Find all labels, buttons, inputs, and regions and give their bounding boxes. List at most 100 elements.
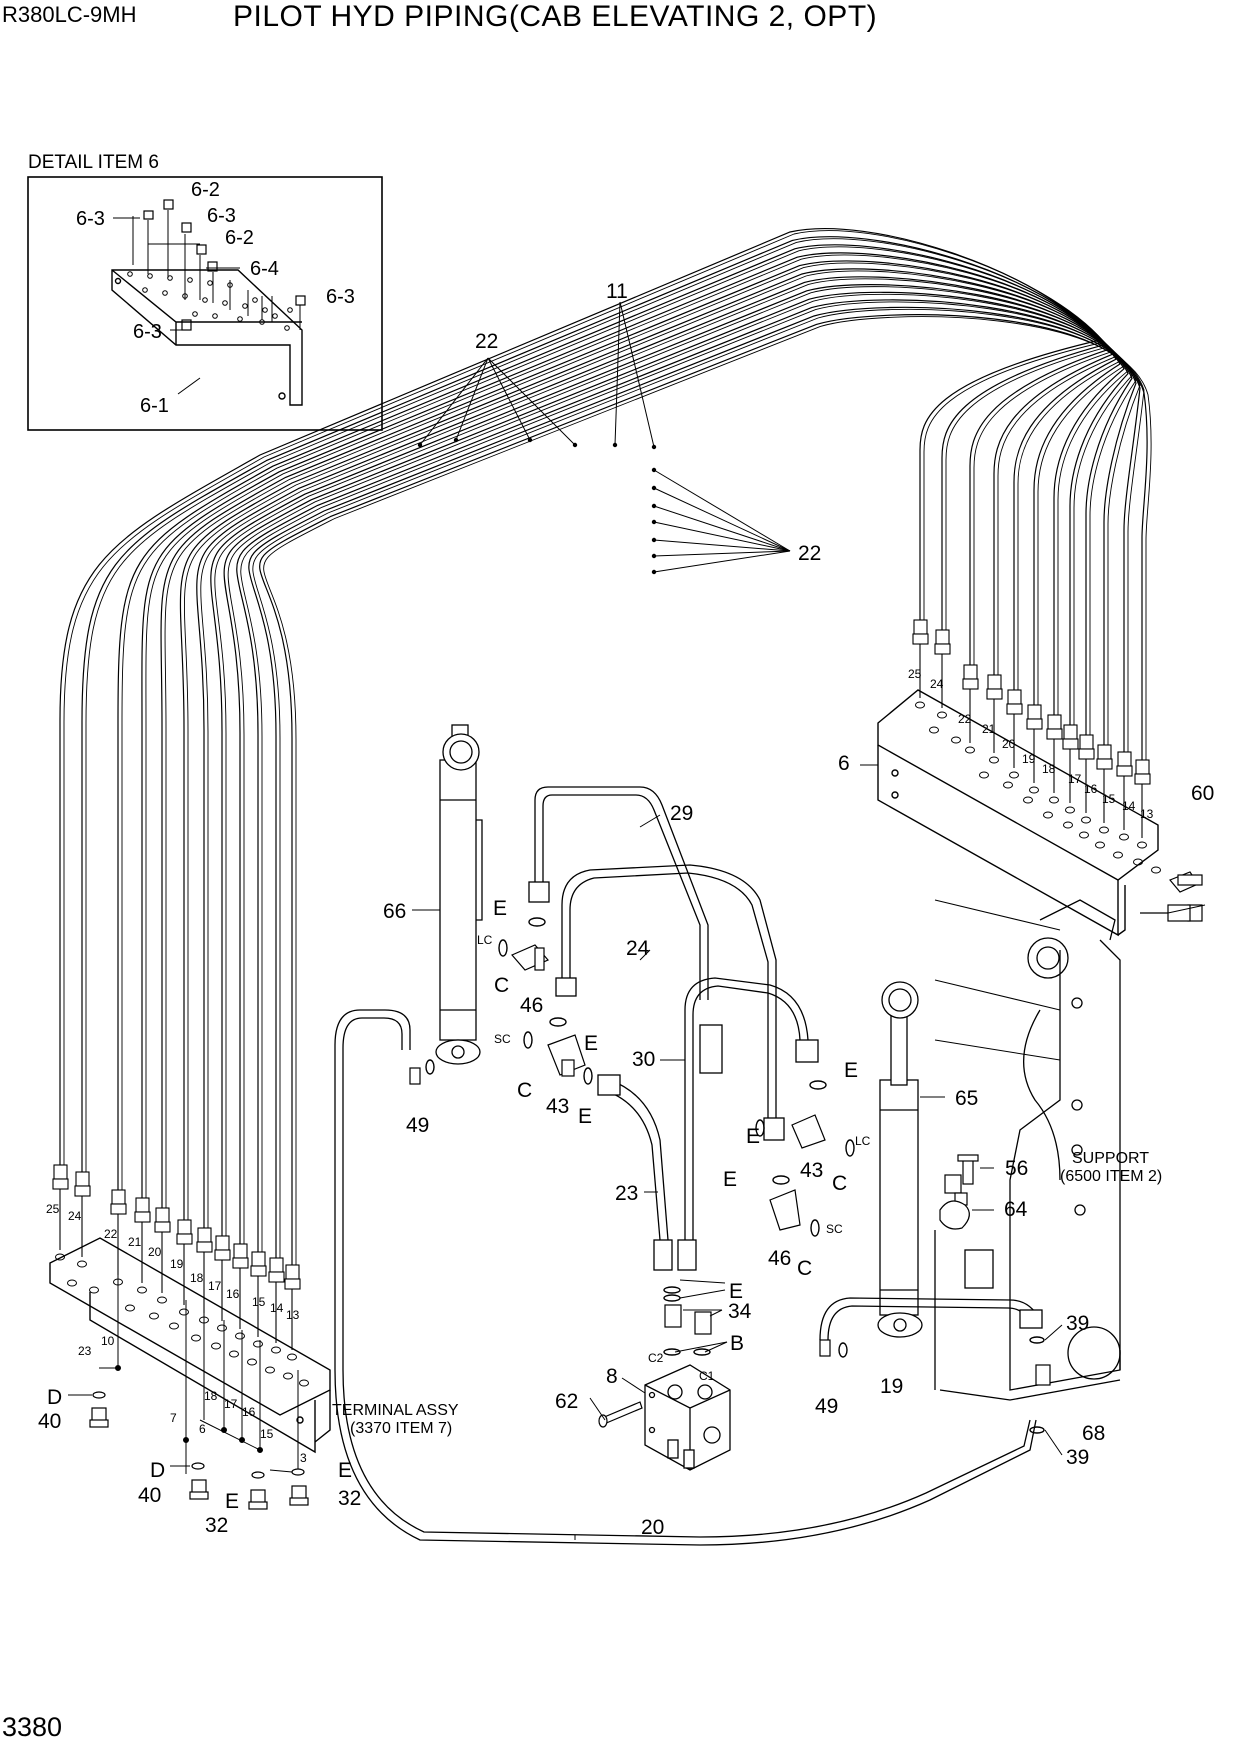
terminal-port: [55, 1253, 65, 1261]
hose-end: [53, 1164, 68, 1180]
hose-line-edge: [200, 278, 1129, 1230]
terminal-leader-number: 23: [78, 1344, 92, 1358]
upper-port: [1049, 796, 1059, 804]
detail-label-6-2-b: 6-2: [225, 227, 254, 249]
cylinder-65: [877, 981, 923, 1338]
callout-60: 60: [1191, 782, 1214, 805]
hose-nut: [1134, 773, 1151, 785]
hose-end: [111, 1189, 126, 1205]
hose-line-edge: [121, 246, 1113, 1192]
upper-port: [1063, 821, 1073, 829]
upper-block-number: 19: [1022, 752, 1036, 766]
hose-nut: [1096, 758, 1113, 770]
upper-block-number: 14: [1122, 799, 1136, 813]
hose-nut: [912, 633, 929, 645]
hose-end: [155, 1207, 170, 1223]
hose-bundle: [59, 228, 1152, 1267]
terminal-port: [287, 1353, 297, 1361]
upper-port: [979, 771, 989, 779]
hose-nut: [176, 1233, 193, 1245]
upper-port: [1029, 786, 1039, 794]
callout-E-8: E: [225, 1490, 239, 1513]
hose-23: [597, 1074, 697, 1271]
terminal-port: [283, 1372, 293, 1380]
terminal-leader-number: 10: [101, 1334, 115, 1348]
hose-end: [987, 674, 1002, 690]
hose-24: [555, 864, 785, 1141]
terminal-port: [265, 1366, 275, 1374]
callout-E-7: E: [729, 1280, 743, 1303]
terminal-leader-number: 7: [170, 1411, 177, 1425]
part-leaders: [68, 764, 1206, 1540]
port-C2: C2: [648, 1351, 664, 1365]
upper-port: [1119, 833, 1129, 841]
hose-nut: [52, 1178, 69, 1190]
hose-line: [81, 236, 1106, 1172]
support-frame: [934, 899, 1121, 1401]
hose-end: [75, 1171, 90, 1187]
hose-callout-dots: [417, 437, 657, 575]
detail-label-6-1: 6-1: [140, 395, 169, 417]
upper-block-number: 13: [1140, 807, 1154, 821]
callout-E-2: E: [584, 1032, 598, 1055]
upper-port: [951, 736, 961, 744]
terminal-port: [77, 1260, 87, 1268]
hose-19: [819, 1297, 1043, 1341]
hose-nut: [1062, 738, 1079, 750]
terminal-port: [235, 1332, 245, 1340]
terminal-block-number: 25: [46, 1202, 60, 1216]
hose-nut: [268, 1271, 285, 1283]
hose-line-edge: [164, 262, 1121, 1210]
port-SC-left: SC: [494, 1032, 511, 1046]
detail-inset: [27, 176, 383, 431]
hose-line-edge: [252, 308, 1145, 1260]
hose-line: [141, 252, 1113, 1198]
hose-end: [177, 1219, 192, 1235]
terminal-port: [125, 1304, 135, 1312]
hose-nut: [196, 1241, 213, 1253]
hose-end: [963, 664, 978, 680]
hose-end: [269, 1257, 284, 1273]
terminal-block-number: 16: [226, 1287, 240, 1301]
callout-B: B: [730, 1332, 744, 1355]
callout-D-bottom: D: [150, 1459, 165, 1482]
upper-port: [1009, 771, 1019, 779]
note-support: SUPPORT: [1072, 1150, 1149, 1167]
callout-C-1: C: [494, 974, 509, 997]
callout-11: 11: [606, 280, 628, 303]
upper-port: [989, 756, 999, 764]
upper-block-number: 15: [1102, 792, 1116, 806]
terminal-leaders: [99, 1262, 299, 1474]
callout-46-left: 46: [520, 994, 543, 1017]
hose-line: [196, 276, 1125, 1228]
hose-end: [197, 1227, 212, 1243]
callout-49-left: 49: [406, 1114, 429, 1137]
port-LC-right: LC: [855, 1134, 871, 1148]
callout-D-left: D: [47, 1386, 62, 1409]
upper-block-number: 25: [908, 667, 922, 681]
upper-port: [1081, 816, 1091, 824]
terminal-block-number: 19: [170, 1257, 184, 1271]
terminal-port: [217, 1324, 227, 1332]
terminal-block: [49, 1237, 331, 1454]
hose-end: [251, 1251, 266, 1267]
hose-end: [1047, 714, 1062, 730]
terminal-block-number: 24: [68, 1209, 82, 1223]
callout-E-3: E: [578, 1105, 592, 1128]
callout-40-left: 40: [38, 1410, 61, 1433]
terminal-block-number: 18: [190, 1271, 204, 1285]
adapters-34: [664, 1304, 712, 1335]
hose-line: [259, 314, 1148, 1265]
terminal-port: [271, 1346, 281, 1354]
terminal-block-hose-ends: [52, 1164, 301, 1350]
callout-22-right: 22: [798, 542, 821, 565]
upper-port: [965, 746, 975, 754]
callout-40-bottom: 40: [138, 1484, 161, 1507]
upper-port: [1095, 841, 1105, 849]
hose-line-edge: [263, 316, 1152, 1267]
callout-39-bottom: 39: [1066, 1446, 1089, 1469]
callout-23: 23: [615, 1182, 638, 1205]
upper-block-number: 21: [982, 722, 996, 736]
terminal-block-number: 13: [286, 1308, 300, 1322]
hose-nut: [962, 678, 979, 690]
